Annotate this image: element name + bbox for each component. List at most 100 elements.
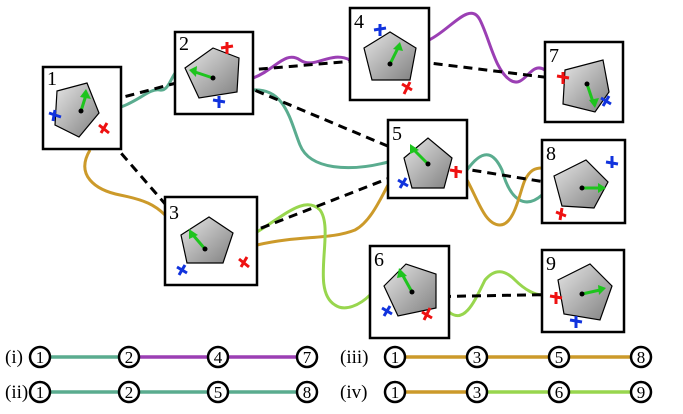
trajectory-5-8-teal — [465, 153, 543, 204]
red-marker-icon — [421, 307, 433, 321]
path-node-label: 2 — [125, 383, 134, 402]
node-4: 4 — [348, 6, 431, 102]
path-node-label: 5 — [555, 348, 564, 367]
trajectory-6-9-lime — [448, 270, 543, 317]
path-node-circle — [465, 380, 489, 404]
path-node-circle — [206, 380, 230, 404]
path-node-circle — [206, 345, 230, 369]
red-marker-icon — [555, 207, 567, 221]
red-marker-icon — [98, 122, 110, 135]
arrowhead-icon — [397, 268, 407, 278]
node-label: 7 — [549, 45, 559, 67]
dashed-link-5-8 — [427, 161, 583, 190]
heading-arrow-icon — [581, 288, 601, 296]
trajectory-3-5-mustard — [256, 184, 390, 247]
red-marker-icon — [238, 256, 250, 269]
path-node-label: 1 — [391, 383, 400, 402]
heading-arrow-icon — [400, 273, 414, 293]
pentagon-shape — [184, 47, 240, 99]
arrowhead-icon — [598, 285, 606, 295]
node-2: 2 — [173, 30, 255, 116]
path-node-label: 3 — [473, 383, 482, 402]
arrowhead-icon — [189, 66, 197, 77]
node-label: 6 — [374, 249, 384, 271]
heading-arrow-icon — [412, 148, 430, 166]
path-node-circle — [28, 380, 52, 404]
node-7: 7 — [543, 40, 625, 124]
path-node-circle — [383, 345, 407, 369]
centroid-dot — [202, 246, 208, 252]
path-node-label: 8 — [303, 383, 312, 402]
path-node-label: 4 — [214, 348, 223, 367]
path-row-i: (i) 1 2 4 7 — [5, 345, 319, 369]
centroid-dot — [584, 81, 590, 87]
path-node-label: 1 — [36, 348, 45, 367]
node-label: 5 — [392, 123, 402, 145]
trajectory-5-8-mustard — [465, 166, 543, 227]
path-label: (ii) — [5, 382, 28, 403]
node-6: 6 — [368, 244, 451, 340]
path-node-circle — [28, 345, 52, 369]
blue-marker-icon — [176, 264, 188, 276]
red-marker-icon — [556, 72, 570, 84]
pentagon-shape — [553, 159, 609, 209]
blue-marker-icon — [605, 156, 619, 168]
path-node-label: 6 — [555, 383, 564, 402]
arrowhead-icon — [598, 183, 606, 193]
red-marker-icon — [449, 166, 463, 178]
blue-marker-icon — [381, 305, 393, 317]
path-row-ii: (ii) 1 2 5 8 — [5, 380, 319, 404]
path-node-circle — [629, 345, 653, 369]
path-node-label: 9 — [637, 383, 646, 402]
blue-marker-icon — [212, 96, 226, 108]
path-label: (i) — [5, 347, 23, 368]
node-8: 8 — [540, 138, 627, 225]
path-node-label: 1 — [36, 383, 45, 402]
blue-marker-icon — [48, 109, 62, 122]
node-9: 9 — [540, 248, 626, 334]
node-3: 3 — [163, 195, 259, 287]
path-label: (iii) — [340, 347, 369, 368]
node-label: 2 — [179, 33, 189, 55]
trajectory-4-7-purple — [428, 11, 546, 84]
path-node-circle — [295, 345, 319, 369]
pentagon-shape — [363, 31, 417, 81]
arrowhead-icon — [189, 229, 198, 239]
node-5: 5 — [386, 118, 469, 200]
trajectory-2-5-teal — [252, 88, 389, 170]
heading-arrow-icon — [194, 70, 214, 80]
heading-arrow-icon — [191, 234, 207, 250]
dashed-links — [80, 56, 585, 299]
heading-arrow-icon — [388, 47, 400, 65]
centroid-dot — [425, 161, 431, 167]
red-marker-icon — [401, 81, 413, 95]
blue-marker-icon — [600, 95, 612, 107]
path-node-circle — [547, 380, 571, 404]
path-node-label: 8 — [637, 348, 646, 367]
path-node-circle — [383, 380, 407, 404]
path-node-circle — [295, 380, 319, 404]
path-node-label: 2 — [125, 348, 134, 367]
centroid-dot — [579, 185, 585, 191]
trajectory-2-4-purple — [252, 55, 351, 80]
path-node-label: 5 — [214, 383, 223, 402]
node-label: 3 — [169, 202, 179, 224]
path-node-label: 1 — [391, 348, 400, 367]
red-marker-icon — [220, 42, 234, 54]
trajectory-curves — [83, 11, 546, 317]
arrowhead-icon — [589, 98, 599, 108]
trajectory-1-3-mustard — [83, 149, 167, 217]
path-node-circle — [117, 345, 141, 369]
red-marker-icon — [549, 292, 563, 304]
blue-marker-icon — [569, 316, 583, 328]
node-label: 9 — [546, 253, 556, 275]
centroid-dot — [579, 291, 585, 297]
blue-marker-icon — [373, 24, 387, 36]
path-node-label: 7 — [303, 348, 312, 367]
node-label: 1 — [47, 68, 57, 90]
heading-arrow-icon — [585, 83, 595, 103]
node-label: 8 — [546, 143, 556, 165]
